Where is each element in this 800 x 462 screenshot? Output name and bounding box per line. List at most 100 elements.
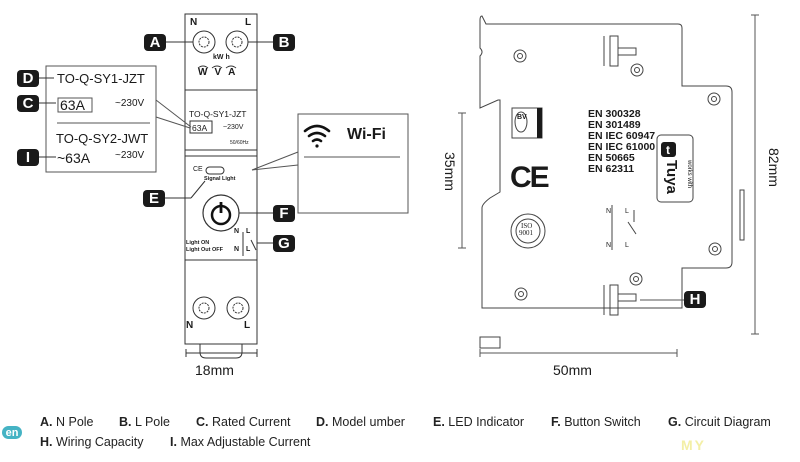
panel-frequency: 50/60Hz xyxy=(230,140,249,146)
marker-f: F xyxy=(273,205,295,222)
legend-item-e: E. LED Indicator xyxy=(433,415,524,429)
side-device xyxy=(479,15,745,349)
watermark: MY xyxy=(681,437,706,453)
legend-text: L Pole xyxy=(134,415,170,429)
side-circuit-l-bottom: L xyxy=(625,242,629,249)
iso-number: 9001 xyxy=(519,229,533,237)
front-width-dimension: 18mm xyxy=(195,362,234,378)
meter-symbol-a: A xyxy=(228,67,236,78)
tuya-box xyxy=(656,134,694,203)
top-n-label: N xyxy=(190,17,198,28)
rail-dimension: 35mm xyxy=(442,152,458,191)
meter-unit: kW h xyxy=(213,54,230,61)
meter-symbol-w: W xyxy=(198,67,208,78)
callout-model2-voltage: ~230V xyxy=(115,150,145,161)
legend-key: B. xyxy=(119,415,132,429)
light-off-label: Light Out OFF xyxy=(186,247,223,253)
marker-d: D xyxy=(17,70,39,87)
circuit-l-bottom: L xyxy=(246,246,251,253)
standard-item: EN 300328 xyxy=(588,108,641,120)
terminal-l-top xyxy=(225,30,249,54)
legend-key: C. xyxy=(196,415,209,429)
ce-mark-small: CE xyxy=(193,166,203,173)
legend-text: Model umber xyxy=(331,415,405,429)
callout-model1: TO-Q-SY1-JZT xyxy=(57,71,145,86)
side-circuit-l-top: L xyxy=(625,208,629,215)
legend-item-g: G. Circuit Diagram xyxy=(668,415,771,429)
bottom-n-label: N xyxy=(186,320,194,331)
circuit-n-top: N xyxy=(234,228,240,235)
light-on-label: Light ON xyxy=(186,240,210,246)
marker-g: G xyxy=(273,235,295,252)
device-outline xyxy=(184,13,258,345)
standards-list: EN 300328 EN 301489 EN IEC 60947 EN IEC … xyxy=(588,109,655,175)
callout-model1-voltage: ~230V xyxy=(115,98,145,109)
ce-mark-large: CE xyxy=(510,161,550,194)
standard-item: EN IEC 60947 xyxy=(588,130,656,142)
meter-symbol-v: V xyxy=(214,67,222,78)
tuya-icon xyxy=(661,142,676,157)
legend-item-h: H. Wiring Capacity xyxy=(40,435,144,449)
front-device xyxy=(184,13,258,359)
side-circuit-n-bottom: N xyxy=(606,242,612,249)
legend-text: Button Switch xyxy=(564,415,641,429)
marker-i: I xyxy=(17,149,39,166)
wifi-icon xyxy=(303,124,331,148)
iso-logo xyxy=(510,213,546,249)
standard-item: EN 62311 xyxy=(588,163,635,175)
iso-label: ISO xyxy=(521,222,533,230)
legend-item-d: D. Model umber xyxy=(316,415,405,429)
language-badge: en xyxy=(2,426,22,439)
tuya-subtext: works with xyxy=(686,160,692,189)
standard-item: EN 50665 xyxy=(588,152,635,164)
panel-voltage: ~230V xyxy=(223,124,244,131)
legend-text: Circuit Diagram xyxy=(684,415,771,429)
terminal-n-top xyxy=(192,30,216,54)
marker-h: H xyxy=(684,291,706,308)
circuit-l-top: L xyxy=(246,228,251,235)
marker-e: E xyxy=(143,190,165,207)
legend-key: I. xyxy=(170,435,177,449)
side-width-dimension: 50mm xyxy=(553,362,592,378)
legend-key: A. xyxy=(40,415,53,429)
circuit-n-bottom: N xyxy=(234,246,240,253)
tuya-label: Tuya xyxy=(663,160,680,194)
callout-model2-current: ~63A xyxy=(57,150,91,166)
signal-light-label: Signal Light xyxy=(204,176,236,182)
legend-text: Rated Current xyxy=(211,415,291,429)
wifi-label: Wi-Fi xyxy=(347,126,386,143)
callout-model2: TO-Q-SY2-JWT xyxy=(56,131,149,146)
legend-text: Wiring Capacity xyxy=(55,435,144,449)
bottom-l-label: L xyxy=(244,320,251,331)
panel-model: TO-Q-SY1-JZT xyxy=(189,109,247,119)
marker-a: A xyxy=(144,34,166,51)
legend-text: Max Adjustable Current xyxy=(180,435,311,449)
standard-item: EN 301489 xyxy=(588,119,641,131)
legend-text: N Pole xyxy=(55,415,94,429)
bv-label: BV xyxy=(517,114,527,121)
legend-item-i: I. Max Adjustable Current xyxy=(170,435,310,449)
legend-key: D. xyxy=(316,415,329,429)
dimension-18mm-line xyxy=(185,349,258,357)
top-l-label: L xyxy=(245,17,252,28)
callout-box xyxy=(45,65,192,173)
legend-key: F. xyxy=(551,415,561,429)
panel-current: 63A xyxy=(192,123,208,133)
legend-text: LED Indicator xyxy=(448,415,525,429)
height-dimension: 82mm xyxy=(766,148,782,187)
legend-item-a: A. N Pole xyxy=(40,415,94,429)
meter-symbols: W V A xyxy=(198,67,238,78)
legend-item-c: C. Rated Current xyxy=(196,415,291,429)
legend-item-f: F. Button Switch xyxy=(551,415,641,429)
legend-item-b: B. L Pole xyxy=(119,415,170,429)
legend-key: G. xyxy=(668,415,682,429)
legend-key: H. xyxy=(40,435,53,449)
standard-item: EN IEC 61000 xyxy=(588,141,656,153)
signal-light xyxy=(205,166,225,175)
marker-c: C xyxy=(17,95,39,112)
legend-key: E. xyxy=(433,415,445,429)
marker-b: B xyxy=(273,34,295,51)
wifi-box xyxy=(251,113,409,214)
callout-model1-current: 63A xyxy=(60,97,85,113)
